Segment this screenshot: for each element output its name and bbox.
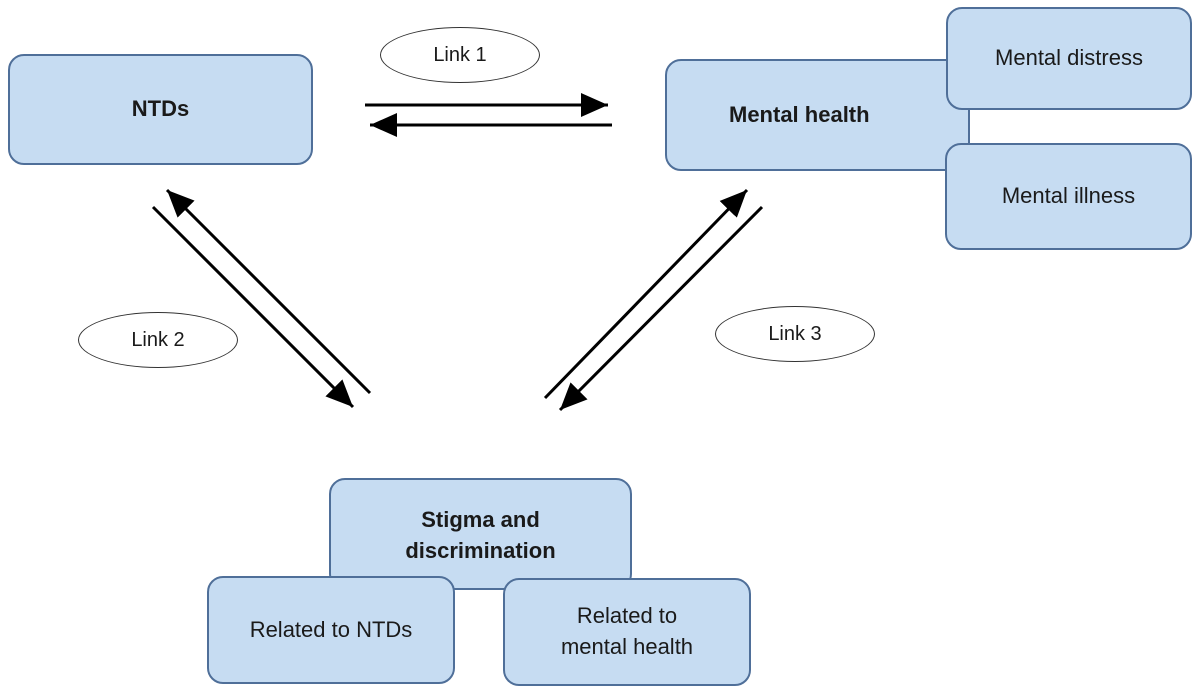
ntds-node: NTDs bbox=[8, 54, 313, 165]
mental-distress-node: Mental distress bbox=[946, 7, 1192, 110]
mental-illness-node: Mental illness bbox=[945, 143, 1192, 250]
link3-label: Link 3 bbox=[715, 306, 875, 362]
related-to-mental-health-label: Related to mental health bbox=[560, 603, 694, 659]
stigma-label: Stigma and discrimination bbox=[405, 507, 556, 563]
mental-health-node: Mental health bbox=[665, 59, 970, 171]
arrow-ntds-to-stigma bbox=[151, 205, 355, 409]
link2-label: Link 2 bbox=[78, 312, 238, 368]
arrow-mental-health-to-stigma bbox=[558, 205, 764, 412]
stigma-node: Stigma and discrimination bbox=[329, 478, 632, 590]
arrow-stigma-to-mental-health bbox=[543, 188, 749, 400]
arrow-stigma-to-ntds bbox=[165, 188, 372, 395]
mental-health-label: Mental health bbox=[729, 101, 870, 127]
related-to-mental-health-node: Related to mental health bbox=[503, 578, 751, 686]
related-to-ntds-node: Related to NTDs bbox=[207, 576, 455, 684]
link1-label: Link 1 bbox=[380, 27, 540, 83]
